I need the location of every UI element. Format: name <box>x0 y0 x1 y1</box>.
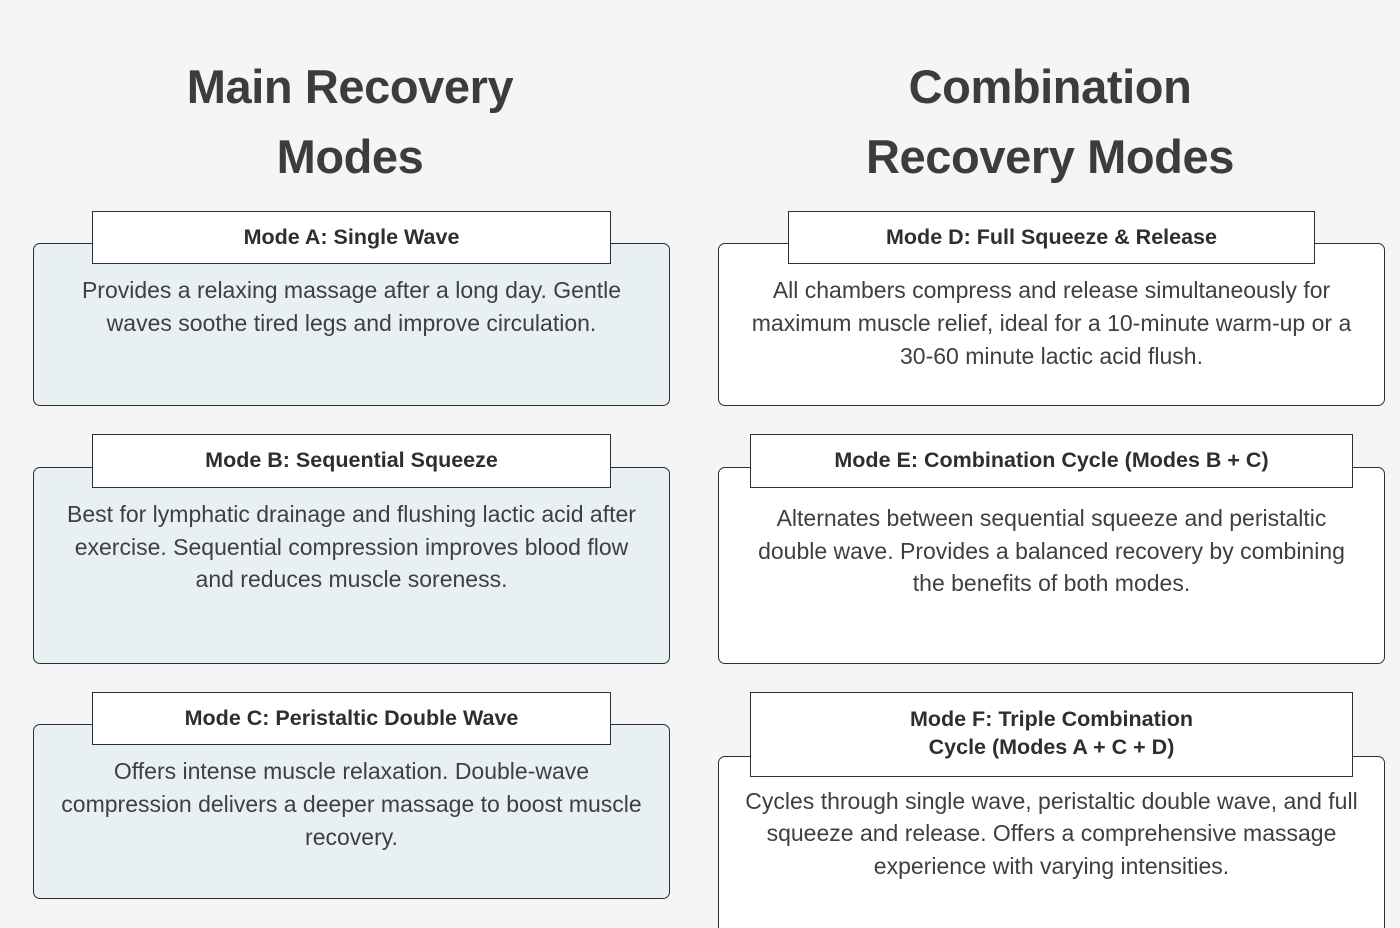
card-list-combination-recovery-modes: Mode D: Full Squeeze & Release All chamb… <box>700 211 1400 928</box>
card-mode-a[interactable]: Mode A: Single Wave Provides a relaxing … <box>33 211 670 407</box>
card-title-mode-c: Mode C: Peristaltic Double Wave <box>92 691 611 746</box>
card-list-main-recovery-modes: Mode A: Single Wave Provides a relaxing … <box>0 211 700 900</box>
column-heading-main-recovery-modes: Main Recovery Modes <box>186 60 514 183</box>
column-main-recovery-modes: Main Recovery Modes Mode A: Single Wave … <box>0 60 700 900</box>
card-title-mode-e: Mode E: Combination Cycle (Modes B + C) <box>750 434 1353 488</box>
card-body-mode-b: Best for lymphatic drainage and flushing… <box>33 466 670 664</box>
card-mode-b[interactable]: Mode B: Sequential Squeeze Best for lymp… <box>33 434 670 664</box>
card-title-mode-b: Mode B: Sequential Squeeze <box>92 434 611 488</box>
card-mode-c[interactable]: Mode C: Peristaltic Double Wave Offers i… <box>33 691 670 900</box>
card-title-mode-a: Mode A: Single Wave <box>92 211 611 265</box>
column-heading-combination-recovery-modes: Combination Recovery Modes <box>866 60 1234 183</box>
card-body-mode-d: All chambers compress and release simult… <box>718 243 1385 407</box>
card-mode-d[interactable]: Mode D: Full Squeeze & Release All chamb… <box>718 211 1385 407</box>
card-body-mode-c: Offers intense muscle relaxation. Double… <box>33 724 670 900</box>
card-body-mode-e: Alternates between sequential squeeze an… <box>718 466 1385 664</box>
column-combination-recovery-modes: Combination Recovery Modes Mode D: Full … <box>700 0 1400 928</box>
card-body-mode-a: Provides a relaxing massage after a long… <box>33 243 670 407</box>
card-body-mode-f: Cycles through single wave, peristaltic … <box>718 755 1385 928</box>
card-mode-e[interactable]: Mode E: Combination Cycle (Modes B + C) … <box>718 434 1385 664</box>
card-mode-f[interactable]: Mode F: Triple Combination Cycle (Modes … <box>718 691 1385 928</box>
card-title-mode-d: Mode D: Full Squeeze & Release <box>788 211 1315 265</box>
card-title-mode-f: Mode F: Triple Combination Cycle (Modes … <box>750 691 1353 777</box>
